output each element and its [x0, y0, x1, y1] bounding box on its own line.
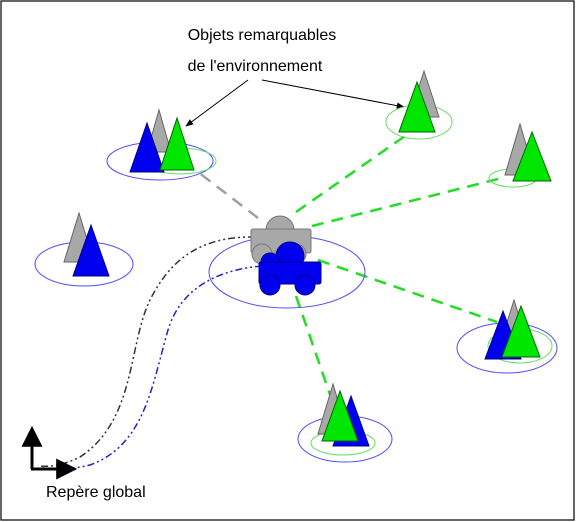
robot-current-pose — [258, 241, 322, 296]
annotation-arrow-left — [185, 79, 249, 127]
observation-line-right — [311, 176, 503, 228]
title-line-1: Objets remarquables — [188, 27, 337, 44]
title-line-2: de l'environnement — [188, 58, 323, 75]
global-frame-label: Repère global — [46, 484, 146, 501]
landmark-bottom — [297, 382, 393, 463]
observation-line-lower-right — [317, 258, 498, 324]
old-observation-line — [197, 171, 259, 219]
global-frame: Repère global — [21, 425, 146, 501]
landmark-right — [488, 122, 552, 188]
observation-line-bottom — [294, 295, 338, 413]
annotation-arrow-right — [261, 79, 405, 109]
landmark-left — [34, 211, 134, 287]
landmark-lower-right — [456, 298, 558, 374]
landmark-top-right — [385, 69, 453, 140]
observation-line-top-right — [295, 134, 406, 214]
landmark-upper-left — [106, 108, 217, 181]
observation-lines — [197, 134, 503, 413]
